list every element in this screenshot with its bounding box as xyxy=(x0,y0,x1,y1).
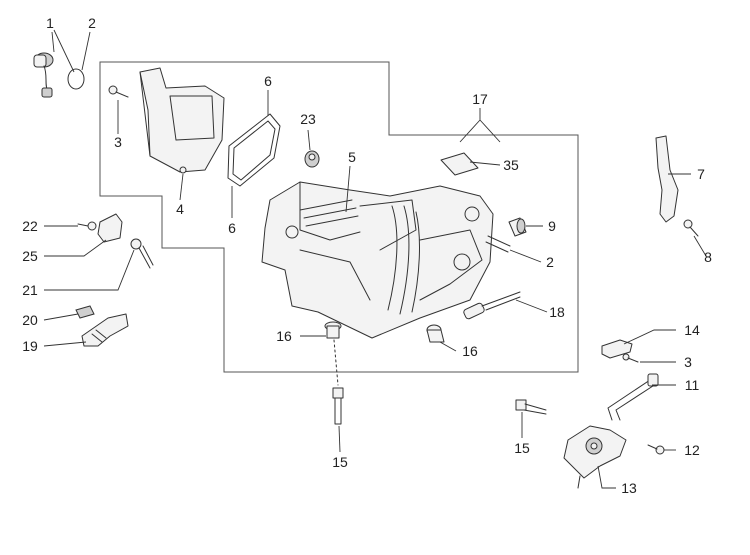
part-6-gasket-inner xyxy=(232,120,276,181)
callout-21: 21 xyxy=(22,282,38,298)
part-23-bushing xyxy=(304,150,320,168)
part-16-sleeve-right xyxy=(426,324,445,343)
callout-labels: 1 2 2 3 3 4 5 6 6 7 8 9 11 12 13 14 15 1… xyxy=(22,15,712,496)
callout-6-top: 6 xyxy=(264,73,272,89)
part-2-o-ring xyxy=(67,68,85,90)
callout-16-right: 16 xyxy=(462,343,478,359)
callout-20: 20 xyxy=(22,312,38,328)
callout-3-right: 3 xyxy=(684,354,692,370)
callout-7: 7 xyxy=(697,166,705,182)
callout-15-left: 15 xyxy=(332,454,348,470)
callout-11: 11 xyxy=(685,377,700,393)
part-15-bolt-right xyxy=(515,399,547,415)
callout-4: 4 xyxy=(176,201,184,217)
part-4-cover xyxy=(139,67,225,174)
part-25-clip xyxy=(97,213,123,243)
part-2-stud xyxy=(485,235,511,253)
part-11-hose xyxy=(607,373,659,421)
callout-23: 23 xyxy=(300,111,316,127)
callout-14: 14 xyxy=(684,322,700,338)
callout-16-left: 16 xyxy=(276,328,292,344)
callout-15-right: 15 xyxy=(514,440,530,456)
part-13-oil-pump xyxy=(563,425,627,489)
part-9-bushing xyxy=(508,217,527,237)
part-12-screw xyxy=(647,444,665,455)
part-1-switch xyxy=(33,52,54,98)
part-35-decal xyxy=(440,152,479,176)
part-16-sleeve-left xyxy=(324,321,342,339)
callout-1: 1 xyxy=(46,15,54,31)
part-5-studs xyxy=(299,199,359,227)
callout-18: 18 xyxy=(549,304,565,320)
callout-13: 13 xyxy=(621,480,637,496)
part-20-pad xyxy=(75,305,95,319)
callout-17: 17 xyxy=(472,91,488,107)
assembly-frame xyxy=(99,61,579,373)
assembly-axis xyxy=(333,339,339,386)
leader-lines xyxy=(43,29,707,489)
callout-22: 22 xyxy=(22,218,38,234)
callout-2-top: 2 xyxy=(88,15,96,31)
callout-8: 8 xyxy=(704,249,712,265)
part-18-adjuster xyxy=(463,291,521,320)
part-21-bolt xyxy=(130,238,154,269)
callout-2-right: 2 xyxy=(546,254,554,270)
callout-12: 12 xyxy=(684,442,700,458)
callout-6-bottom: 6 xyxy=(228,220,236,236)
callout-35: 35 xyxy=(503,157,519,173)
callout-3-left: 3 xyxy=(114,134,122,150)
part-15-bolt-left xyxy=(332,387,344,425)
part-8-screw xyxy=(683,219,699,237)
callout-19: 19 xyxy=(22,338,38,354)
part-3-screw xyxy=(108,85,129,98)
callout-9: 9 xyxy=(548,218,556,234)
callout-5: 5 xyxy=(348,149,356,165)
part-14-clip xyxy=(601,339,633,359)
part-22-screw xyxy=(77,221,97,231)
callout-25: 25 xyxy=(22,248,38,264)
part-6-gasket xyxy=(227,113,281,187)
part-7-bracket xyxy=(655,135,679,223)
part-19-catch xyxy=(81,313,129,347)
part-3-screw-right xyxy=(622,353,639,363)
crankcase-housing xyxy=(261,181,494,339)
